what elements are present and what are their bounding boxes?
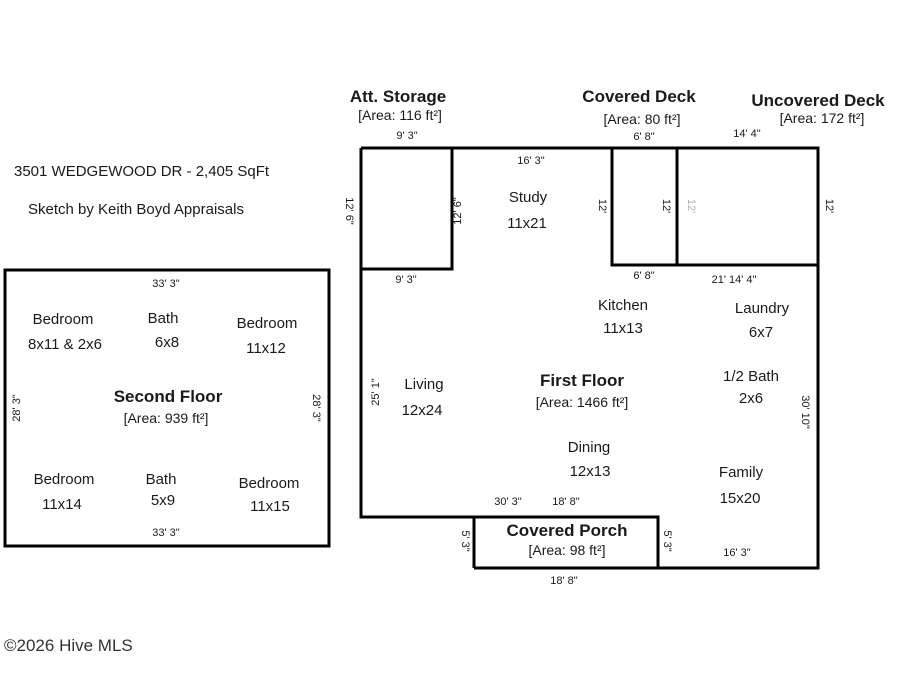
covered-porch: Covered Porch [Area: 98 ft²] 18' 8" 5' 3…: [459, 521, 673, 587]
att-storage-dim-left: 12' 6": [343, 197, 355, 225]
room-name: 1/2 Bath: [723, 368, 779, 385]
room-name: Kitchen: [598, 297, 648, 314]
uncovered-deck-dim-top: 14' 4": [733, 128, 761, 140]
second-floor-title: Second Floor: [114, 387, 223, 406]
second-floor-dim-left: 28' 3": [11, 394, 23, 422]
room-name: Bath: [146, 471, 177, 488]
copyright-watermark: ©2026 Hive MLS: [4, 636, 133, 655]
first-floor-dim-bottom-mid: 18' 8": [552, 496, 580, 508]
covered-porch-dim-right: 5' 3": [661, 530, 673, 551]
room-size: 11x13: [603, 320, 643, 337]
covered-porch-dim-bottom: 18' 8": [550, 575, 578, 587]
room-name: Family: [719, 464, 764, 481]
first-floor-title: First Floor: [540, 371, 624, 390]
room-name: Study: [509, 189, 548, 206]
covered-porch-title: Covered Porch: [507, 521, 628, 540]
room-name: Bedroom: [34, 471, 95, 488]
second-floor-area: [Area: 939 ft²]: [124, 410, 209, 426]
room-name: Laundry: [735, 300, 790, 317]
covered-deck-dim-top: 6' 8": [633, 131, 654, 143]
room-size: 2x6: [739, 390, 763, 407]
deck-walls: [610, 148, 818, 267]
att-storage-area: [Area: 116 ft²]: [358, 107, 442, 123]
first-floor-outline-left: [359, 148, 474, 519]
room-size: 12x24: [402, 402, 443, 419]
second-floor: 33' 3" 33' 3" 28' 3" 28' 3" Second Floor…: [3, 268, 331, 548]
room-size: 5x9: [151, 492, 175, 509]
address-text: 3501 WEDGEWOOD DR - 2,405 SqFt: [14, 163, 270, 180]
credit-text: Sketch by Keith Boyd Appraisals: [28, 201, 244, 218]
att-storage: Att. Storage [Area: 116 ft²] 9' 3" 9' 3"…: [343, 87, 464, 286]
covered-porch-dim-left: 5' 3": [459, 530, 471, 551]
room-name: Bath: [148, 310, 179, 327]
room-size: 11x21: [507, 215, 547, 232]
first-floor: [359, 146, 820, 570]
first-floor-dim-left: 25' 1": [370, 378, 382, 406]
att-storage-dim-right: 12' 6": [452, 197, 464, 225]
uncovered-deck-dim-bottom: 21' 14' 4": [712, 274, 757, 286]
covered-deck: Covered Deck [Area: 80 ft²] 6' 8" 6' 8" …: [582, 87, 696, 282]
covered-deck-dim-bottom: 6' 8": [633, 270, 654, 282]
covered-deck-title: Covered Deck: [582, 87, 696, 106]
uncovered-deck-title: Uncovered Deck: [751, 91, 885, 110]
covered-porch-area: [Area: 98 ft²]: [528, 542, 605, 558]
room-name: Bedroom: [237, 315, 298, 332]
first-floor-labels: 16' 3" 25' 1" 30' 10" 30' 3" 18' 8" 16' …: [370, 155, 811, 559]
room-size: 11x12: [246, 340, 286, 357]
covered-deck-dim-left: 12': [596, 199, 608, 213]
second-floor-dim-bottom: 33' 3": [152, 527, 180, 539]
room-name: Bedroom: [33, 311, 94, 328]
room-size: 11x14: [42, 496, 82, 513]
uncovered-deck-area: [Area: 172 ft²]: [780, 110, 865, 126]
uncovered-deck: Uncovered Deck [Area: 172 ft²] 14' 4" 21…: [685, 91, 885, 286]
covered-deck-dim-right: 12': [660, 199, 672, 213]
room-size: 6x7: [749, 324, 773, 341]
second-floor-outline: [3, 268, 331, 548]
covered-deck-area: [Area: 80 ft²]: [603, 111, 680, 127]
att-storage-dim-bottom: 9' 3": [395, 274, 416, 286]
room-size: 15x20: [720, 490, 761, 507]
room-name: Bedroom: [239, 475, 300, 492]
first-floor-dim-bottom-left: 30' 3": [494, 496, 522, 508]
second-floor-dim-top: 33' 3": [152, 278, 180, 290]
first-floor-dim-top: 16' 3": [517, 155, 545, 167]
room-size: 12x13: [570, 463, 611, 480]
att-storage-walls: [361, 148, 454, 271]
uncovered-deck-dim-right: 12': [823, 199, 835, 213]
att-storage-title: Att. Storage: [350, 87, 446, 106]
uncovered-deck-dim-left: 12': [685, 199, 697, 213]
room-size: 11x15: [250, 498, 290, 515]
first-floor-area: [Area: 1466 ft²]: [536, 394, 629, 410]
room-size: 8x11 & 2x6: [28, 336, 102, 353]
first-floor-dim-bottom-right: 16' 3": [723, 547, 751, 559]
room-name: Living: [404, 376, 443, 393]
first-floor-dim-right: 30' 10": [799, 395, 811, 429]
room-name: Dining: [568, 439, 611, 456]
att-storage-dim-top: 9' 3": [396, 130, 417, 142]
room-size: 6x8: [155, 334, 179, 351]
second-floor-dim-right: 28' 3": [310, 394, 322, 422]
